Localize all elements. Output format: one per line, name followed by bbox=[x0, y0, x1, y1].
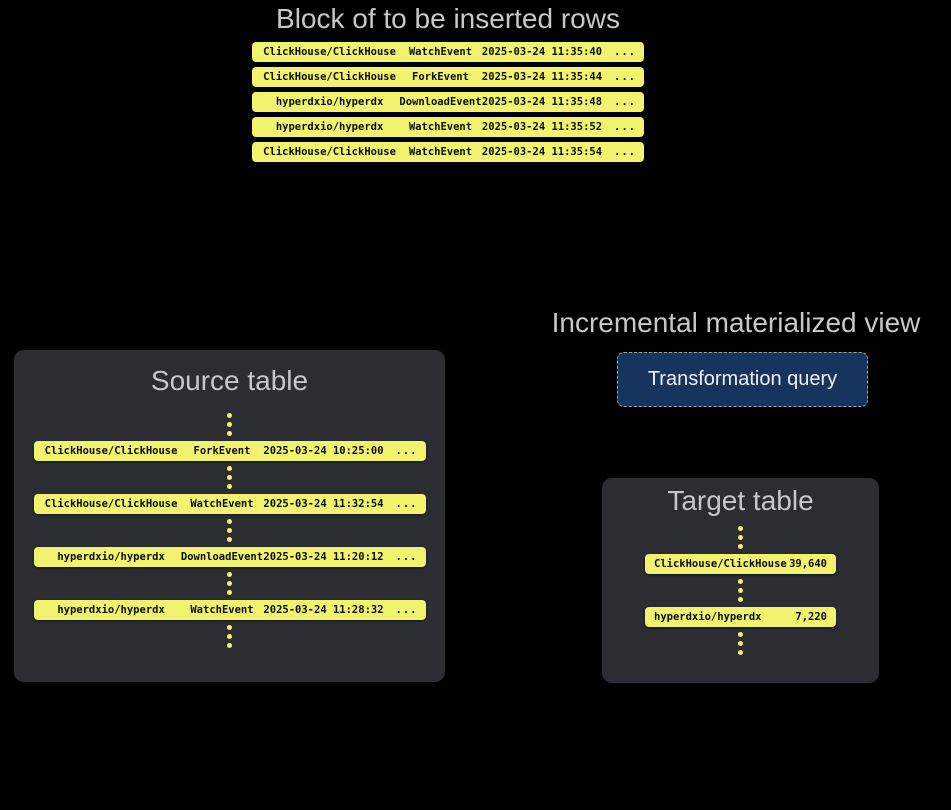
target-table-title: Target table bbox=[667, 485, 814, 516]
event-cell: DownloadEvent bbox=[180, 551, 264, 563]
repo-cell: ClickHouse/ClickHouse bbox=[263, 46, 396, 58]
table-row: hyperdxio/hyperdx DownloadEvent 2025-03-… bbox=[252, 92, 644, 112]
dot bbox=[227, 572, 232, 577]
table-row: hyperdxio/hyperdx 7,220 bbox=[645, 607, 836, 627]
more-columns-ellipsis: ... bbox=[614, 71, 636, 83]
insert-block: Block of to be inserted rows ClickHouse/… bbox=[252, 2, 644, 162]
dot bbox=[738, 544, 743, 549]
dot bbox=[738, 641, 743, 646]
more-columns-ellipsis: ... bbox=[395, 604, 418, 616]
timestamp-cell: 2025-03-24 11:35:54 bbox=[481, 146, 603, 158]
vertical-ellipsis-icon bbox=[227, 519, 232, 542]
target-table-panel: Target table ClickHouse/ClickHouse 39,64… bbox=[602, 478, 879, 683]
timestamp-cell: 2025-03-24 11:32:54 bbox=[263, 498, 384, 510]
event-cell: WatchEvent bbox=[190, 604, 254, 616]
materialized-view-title: Incremental materialized view bbox=[551, 307, 921, 338]
timestamp-cell: 2025-03-24 11:35:44 bbox=[481, 71, 603, 83]
repo-cell: hyperdxio/hyperdx bbox=[57, 604, 165, 616]
dot bbox=[227, 431, 232, 436]
repo-cell: hyperdxio/hyperdx bbox=[57, 551, 165, 563]
repo-cell: hyperdxio/hyperdx bbox=[275, 121, 384, 133]
repo-cell: ClickHouse/ClickHouse bbox=[654, 558, 787, 570]
dot bbox=[227, 466, 232, 471]
repo-cell: hyperdxio/hyperdx bbox=[654, 611, 762, 623]
dot bbox=[738, 588, 743, 593]
table-row: ClickHouse/ClickHouse WatchEvent 2025-03… bbox=[252, 42, 644, 62]
table-row: ClickHouse/ClickHouse ForkEvent 2025-03-… bbox=[33, 441, 426, 461]
vertical-ellipsis-icon bbox=[227, 572, 232, 595]
event-cell: ForkEvent bbox=[412, 71, 469, 83]
table-row: ClickHouse/ClickHouse WatchEvent 2025-03… bbox=[33, 494, 426, 514]
transformation-query-button[interactable]: Transformation query bbox=[617, 352, 868, 407]
dot bbox=[227, 625, 232, 630]
event-cell: WatchEvent bbox=[190, 498, 254, 510]
dot bbox=[227, 537, 232, 542]
source-table-title: Source table bbox=[150, 365, 309, 396]
dot bbox=[738, 597, 743, 602]
dot bbox=[227, 528, 232, 533]
table-row: ClickHouse/ClickHouse ForkEvent 2025-03-… bbox=[252, 67, 644, 87]
vertical-ellipsis-icon bbox=[227, 625, 232, 648]
more-columns-ellipsis: ... bbox=[395, 445, 418, 457]
insert-block-rows: ClickHouse/ClickHouse WatchEvent 2025-03… bbox=[252, 42, 644, 162]
event-cell: DownloadEvent bbox=[399, 96, 482, 108]
more-columns-ellipsis: ... bbox=[614, 46, 636, 58]
dot bbox=[227, 413, 232, 418]
dot bbox=[738, 526, 743, 531]
event-cell: ForkEvent bbox=[193, 445, 251, 457]
repo-cell: ClickHouse/ClickHouse bbox=[44, 498, 178, 510]
timestamp-cell: 2025-03-24 10:25:00 bbox=[263, 445, 384, 457]
more-columns-ellipsis: ... bbox=[395, 498, 418, 510]
count-cell: 39,640 bbox=[789, 558, 827, 570]
dot bbox=[227, 643, 232, 648]
table-row: ClickHouse/ClickHouse WatchEvent 2025-03… bbox=[252, 142, 644, 162]
table-row: hyperdxio/hyperdx WatchEvent 2025-03-24 … bbox=[252, 117, 644, 137]
source-table-rows: ClickHouse/ClickHouse ForkEvent 2025-03-… bbox=[33, 413, 426, 648]
more-columns-ellipsis: ... bbox=[395, 551, 418, 563]
dot bbox=[738, 632, 743, 637]
table-row: ClickHouse/ClickHouse 39,640 bbox=[645, 554, 836, 574]
dot bbox=[227, 634, 232, 639]
insert-block-title: Block of to be inserted rows bbox=[276, 3, 620, 34]
event-cell: WatchEvent bbox=[408, 46, 473, 58]
vertical-ellipsis-icon bbox=[227, 413, 232, 436]
timestamp-cell: 2025-03-24 11:35:48 bbox=[481, 96, 603, 108]
table-row: hyperdxio/hyperdx WatchEvent 2025-03-24 … bbox=[33, 600, 426, 620]
dot bbox=[227, 519, 232, 524]
event-cell: WatchEvent bbox=[408, 146, 473, 158]
repo-cell: ClickHouse/ClickHouse bbox=[44, 445, 178, 457]
event-cell: WatchEvent bbox=[408, 121, 473, 133]
vertical-ellipsis-icon bbox=[738, 579, 743, 602]
dot bbox=[227, 590, 232, 595]
dot bbox=[227, 581, 232, 586]
repo-cell: ClickHouse/ClickHouse bbox=[263, 146, 396, 158]
timestamp-cell: 2025-03-24 11:35:52 bbox=[481, 121, 603, 133]
vertical-ellipsis-icon bbox=[738, 526, 743, 549]
more-columns-ellipsis: ... bbox=[614, 146, 636, 158]
source-table-panel: Source table ClickHouse/ClickHouse ForkE… bbox=[14, 350, 445, 682]
dot bbox=[738, 579, 743, 584]
dot bbox=[738, 535, 743, 540]
timestamp-cell: 2025-03-24 11:28:32 bbox=[263, 604, 384, 616]
more-columns-ellipsis: ... bbox=[614, 121, 636, 133]
more-columns-ellipsis: ... bbox=[614, 96, 636, 108]
dot bbox=[738, 650, 743, 655]
count-cell: 7,220 bbox=[795, 611, 827, 623]
table-row: hyperdxio/hyperdx DownloadEvent 2025-03-… bbox=[33, 547, 426, 567]
timestamp-cell: 2025-03-24 11:20:12 bbox=[263, 551, 384, 563]
dot bbox=[227, 484, 232, 489]
vertical-ellipsis-icon bbox=[738, 632, 743, 655]
timestamp-cell: 2025-03-24 11:35:40 bbox=[481, 46, 603, 58]
repo-cell: ClickHouse/ClickHouse bbox=[263, 71, 396, 83]
repo-cell: hyperdxio/hyperdx bbox=[275, 96, 384, 108]
dot bbox=[227, 475, 232, 480]
target-table-rows: ClickHouse/ClickHouse 39,640 hyperdxio/h… bbox=[602, 526, 879, 655]
dot bbox=[227, 422, 232, 427]
vertical-ellipsis-icon bbox=[227, 466, 232, 489]
